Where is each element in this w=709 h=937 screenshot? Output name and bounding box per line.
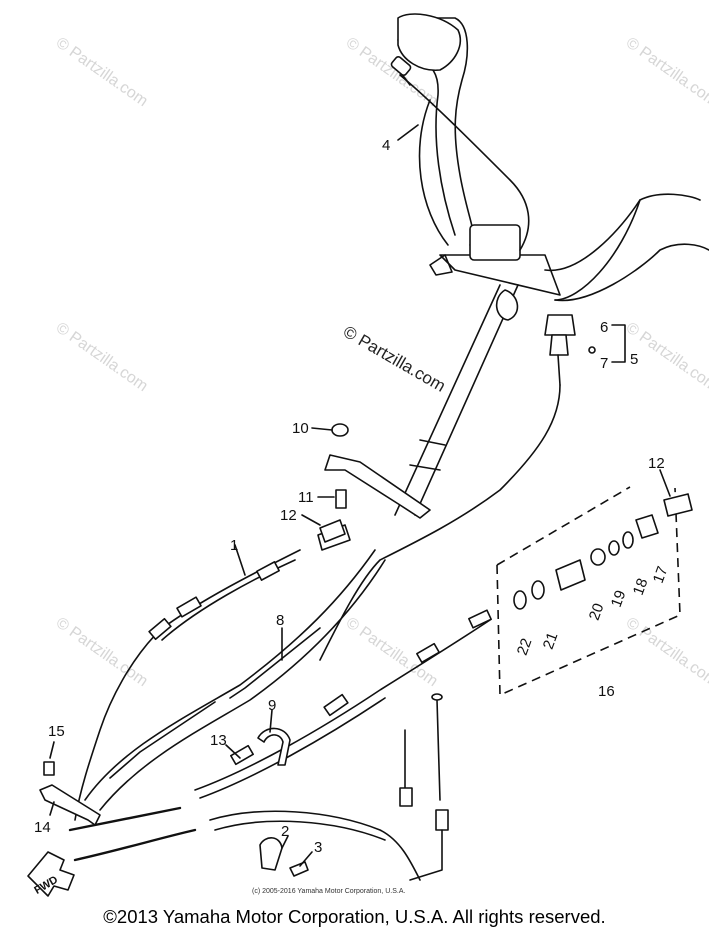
callout-9: 9 [268,697,276,714]
bolt-15 [43,761,55,776]
callout-18: 18 [630,576,652,597]
callout-4: 4 [382,137,390,154]
footer-copyright: ©2013 Yamaha Motor Corporation, U.S.A. A… [103,906,606,927]
callout-15: 15 [48,723,65,740]
bracket-14 [39,784,101,826]
callout-1: 1 [230,537,238,554]
callout-12: 12 [280,507,297,524]
callout-8: 8 [276,612,284,629]
leader-lines [49,124,671,867]
throttle-cable [399,74,530,251]
callout-16: 16 [598,683,615,700]
callout-19: 19 [608,588,630,609]
fwd-arrow: FWD [27,851,75,897]
watermark: © Partzilla.com [53,34,151,110]
callout-6: 6 [600,319,608,336]
center-watermark: © Partzilla.com [340,322,449,396]
fitting-assembly-16 [496,486,693,697]
watermark: © Partzilla.com [53,614,151,690]
screw-3 [289,861,309,877]
callout-10: 10 [292,420,309,437]
steering-column [324,224,561,519]
callout-14: 14 [34,819,51,836]
clip-2 [259,837,283,871]
callout-2: 2 [281,823,289,840]
watermark: © Partzilla.com [623,614,709,690]
choke-knob [319,314,596,661]
lower-cable [68,806,182,832]
callout-21: 21 [540,630,562,651]
rod [404,699,441,801]
callout-17: 17 [650,564,672,585]
nut-10 [331,423,349,437]
callout-13: 13 [210,732,227,749]
callout-5: 5 [630,351,638,368]
callout-7: 7 [600,355,608,372]
callout-20: 20 [586,601,608,622]
screw-11 [335,489,347,509]
watermark: © Partzilla.com [53,319,151,395]
small-copyright: (c) 2005-2016 Yamaha Motor Corporation, … [252,888,405,895]
cable-1 [74,549,301,821]
callout-22: 22 [514,636,536,657]
callout-12: 12 [648,455,665,472]
watermark-layer: © Partzilla.com © Partzilla.com © Partzi… [53,34,709,690]
callouts: 1 2 3 4 5 6 7 8 9 10 11 12 12 13 14 15 1… [34,137,671,856]
handlebar [397,13,709,302]
callout-3: 3 [314,839,322,856]
watermark: © Partzilla.com [623,34,709,110]
nut-12 [319,519,346,543]
callout-11: 11 [298,489,314,506]
cable-13 [194,619,491,791]
